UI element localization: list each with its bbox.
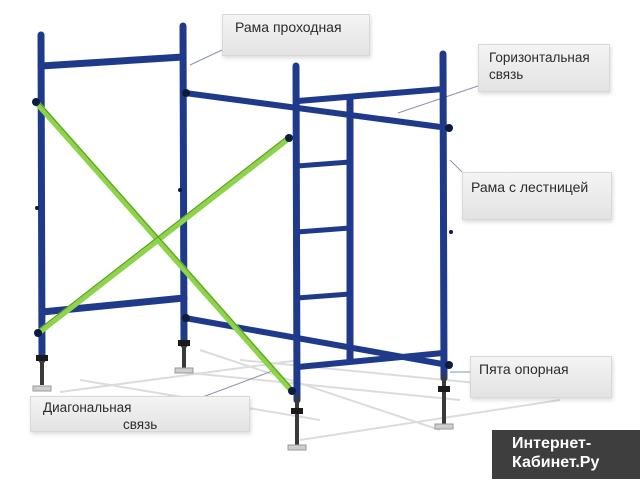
label-horizontal-line2: связь — [489, 67, 524, 82]
joint-bolts — [32, 89, 453, 395]
diagonal-brace-outline — [35, 98, 293, 389]
label-horizontal-line1: Горизонтальная — [489, 50, 590, 65]
horizontal-ties — [182, 86, 451, 370]
diagonal-braces — [33, 99, 295, 394]
label-frame-pass-through: Рама проходная — [222, 14, 370, 56]
leader-lines — [189, 49, 479, 399]
label-diagonal-brace: Диагональная связь — [30, 396, 250, 432]
label-base-plate: Пята опорная — [470, 356, 612, 398]
label-horizontal-tie: Горизонтальная связь — [478, 44, 610, 92]
label-frame-with-ladder: Рама с лестницей — [462, 172, 612, 220]
label-diagonal-line1: Диагональная — [43, 400, 132, 415]
label-frame-pass-text: Рама проходная — [235, 19, 342, 35]
label-base-plate-text: Пята опорная — [479, 361, 569, 377]
label-frame-ladder-text: Рама с лестницей — [471, 179, 589, 195]
frame-pass-through — [37, 22, 188, 364]
watermark-line2: Кабинет.Ру — [512, 454, 600, 471]
base-jacks — [32, 340, 454, 451]
label-diagonal-line2: связь — [123, 417, 158, 432]
watermark-line1: Интернет- — [512, 435, 592, 452]
watermark: Интернет- Кабинет.Ру — [492, 430, 640, 479]
ladder-rungs — [294, 159, 353, 301]
